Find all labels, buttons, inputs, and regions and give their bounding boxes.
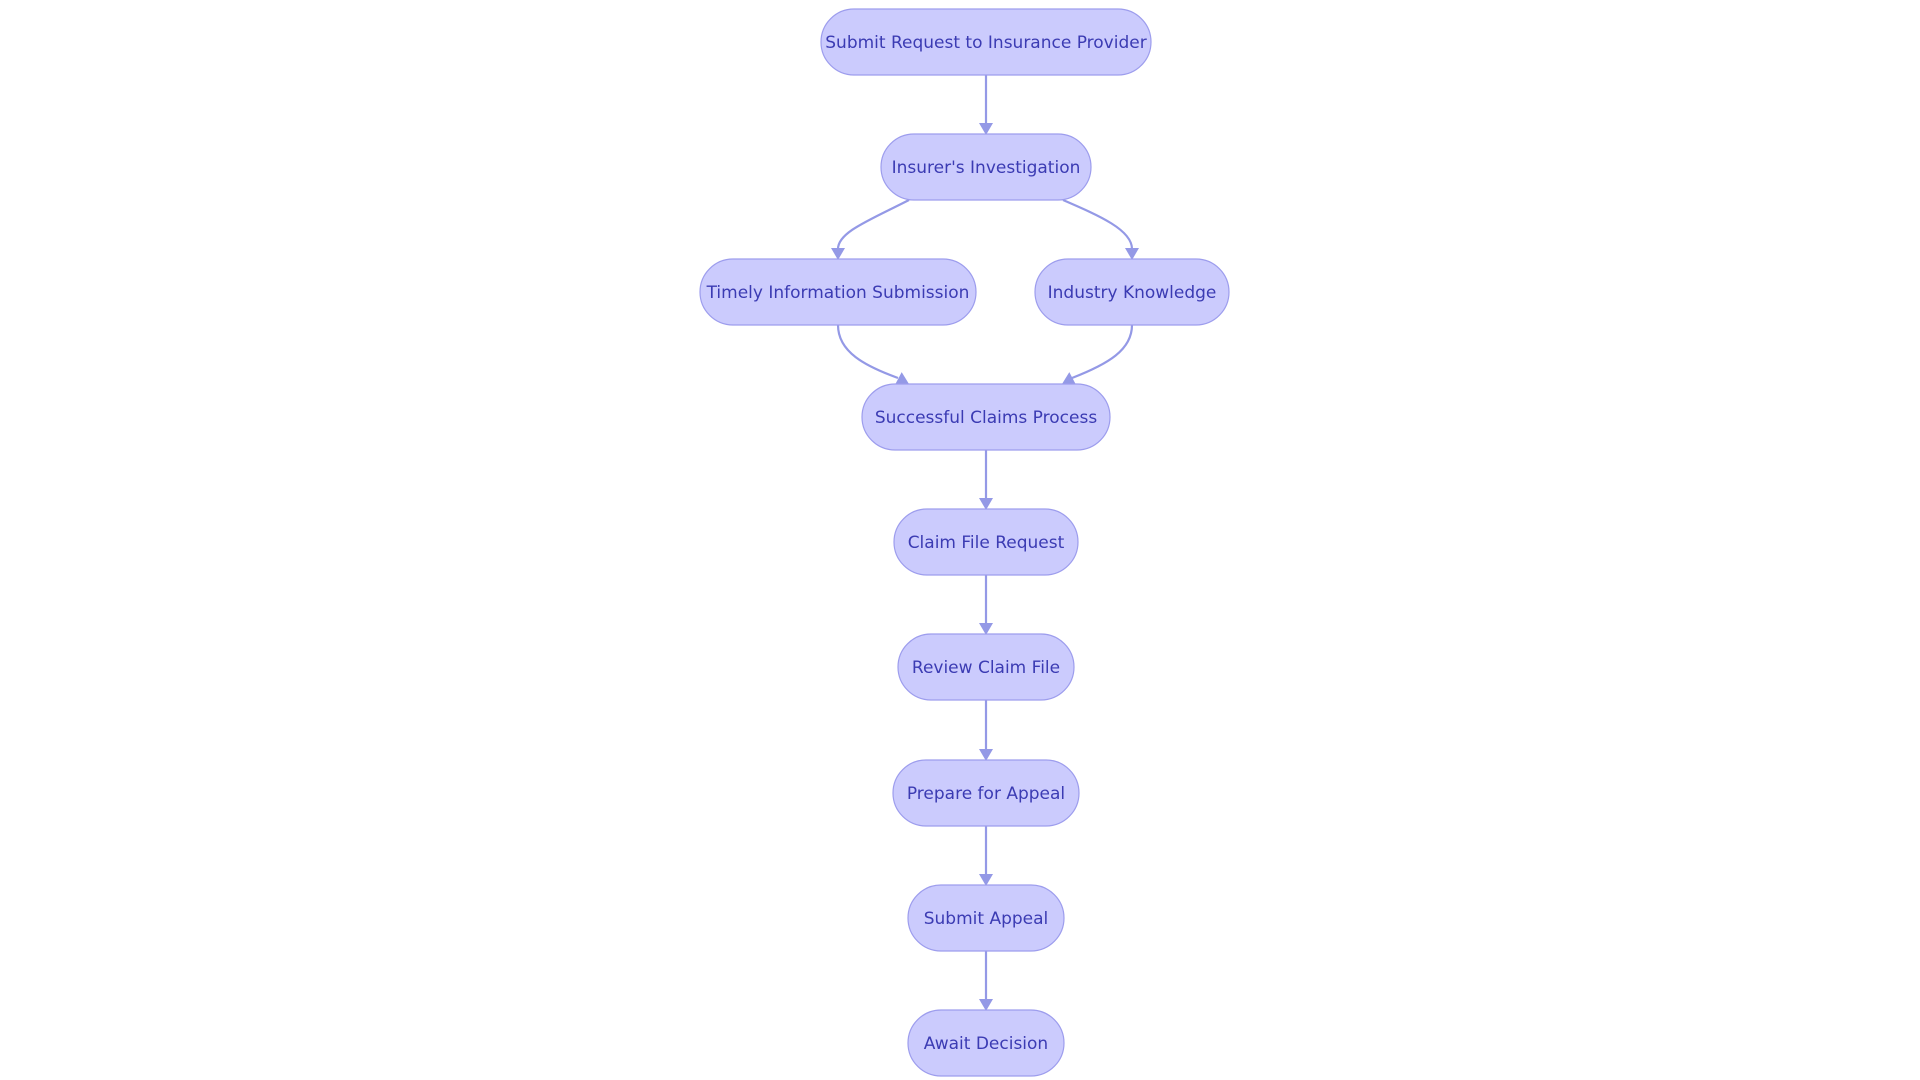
node-label: Timely Information Submission: [706, 283, 970, 303]
node-label: Claim File Request: [908, 533, 1065, 553]
node-insurers-investigation: Insurer's Investigation: [880, 133, 1092, 201]
node-label: Insurer's Investigation: [892, 158, 1081, 178]
node-successful-claims: Successful Claims Process: [861, 383, 1111, 451]
node-label: Await Decision: [924, 1034, 1048, 1054]
edge-timely-information-to-successful-claims: [836, 324, 909, 385]
nodes-layer: Submit Request to Insurance ProviderInsu…: [699, 8, 1230, 1077]
edge-submit-appeal-to-await-decision: [979, 951, 993, 1011]
node-shape: [820, 8, 1152, 76]
node-shape: [893, 508, 1079, 576]
arrow-head-icon: [979, 498, 993, 510]
edge-successful-claims-to-claim-file-request: [979, 450, 993, 510]
node-label: Submit Appeal: [924, 909, 1049, 929]
edge-line: [1071, 324, 1134, 380]
node-shape: [892, 759, 1080, 827]
node-shape: [907, 1009, 1065, 1077]
node-shape: [1034, 258, 1230, 326]
node-shape: [907, 884, 1065, 952]
arrow-head-icon: [979, 999, 993, 1011]
node-industry-knowledge: Industry Knowledge: [1034, 258, 1230, 326]
node-claim-file-request: Claim File Request: [893, 508, 1079, 576]
edge-line: [836, 324, 899, 380]
arrow-head-icon: [1062, 372, 1076, 385]
edge-claim-file-request-to-review-claim-file: [979, 575, 993, 635]
edge-insurers-investigation-to-industry-knowledge: [1062, 198, 1139, 260]
node-await-decision: Await Decision: [907, 1009, 1065, 1077]
node-shape: [897, 633, 1075, 701]
arrow-head-icon: [831, 248, 845, 260]
node-label: Review Claim File: [912, 658, 1060, 678]
edge-insurers-investigation-to-timely-information: [831, 199, 910, 260]
node-shape: [880, 133, 1092, 201]
node-shape: [861, 383, 1111, 451]
node-label: Prepare for Appeal: [907, 784, 1065, 804]
node-label: Successful Claims Process: [875, 408, 1098, 428]
edge-line: [836, 199, 910, 250]
node-submit-request: Submit Request to Insurance Provider: [820, 8, 1152, 76]
arrow-head-icon: [979, 874, 993, 886]
arrow-head-icon: [979, 123, 993, 135]
edge-industry-knowledge-to-successful-claims: [1062, 324, 1134, 385]
node-label: Industry Knowledge: [1048, 283, 1217, 303]
edge-review-claim-file-to-prepare-appeal: [979, 700, 993, 761]
arrow-head-icon: [979, 749, 993, 761]
edges-layer: [831, 75, 1139, 1011]
node-label: Submit Request to Insurance Provider: [825, 33, 1146, 53]
node-timely-information: Timely Information Submission: [699, 258, 977, 326]
node-prepare-appeal: Prepare for Appeal: [892, 759, 1080, 827]
node-submit-appeal: Submit Appeal: [907, 884, 1065, 952]
arrow-head-icon: [979, 623, 993, 635]
edge-prepare-appeal-to-submit-appeal: [979, 826, 993, 886]
node-review-claim-file: Review Claim File: [897, 633, 1075, 701]
node-shape: [699, 258, 977, 326]
edge-line: [1062, 198, 1134, 250]
edge-submit-request-to-insurers-investigation: [979, 75, 993, 135]
arrow-head-icon: [1125, 248, 1139, 260]
arrow-head-icon: [895, 372, 909, 385]
